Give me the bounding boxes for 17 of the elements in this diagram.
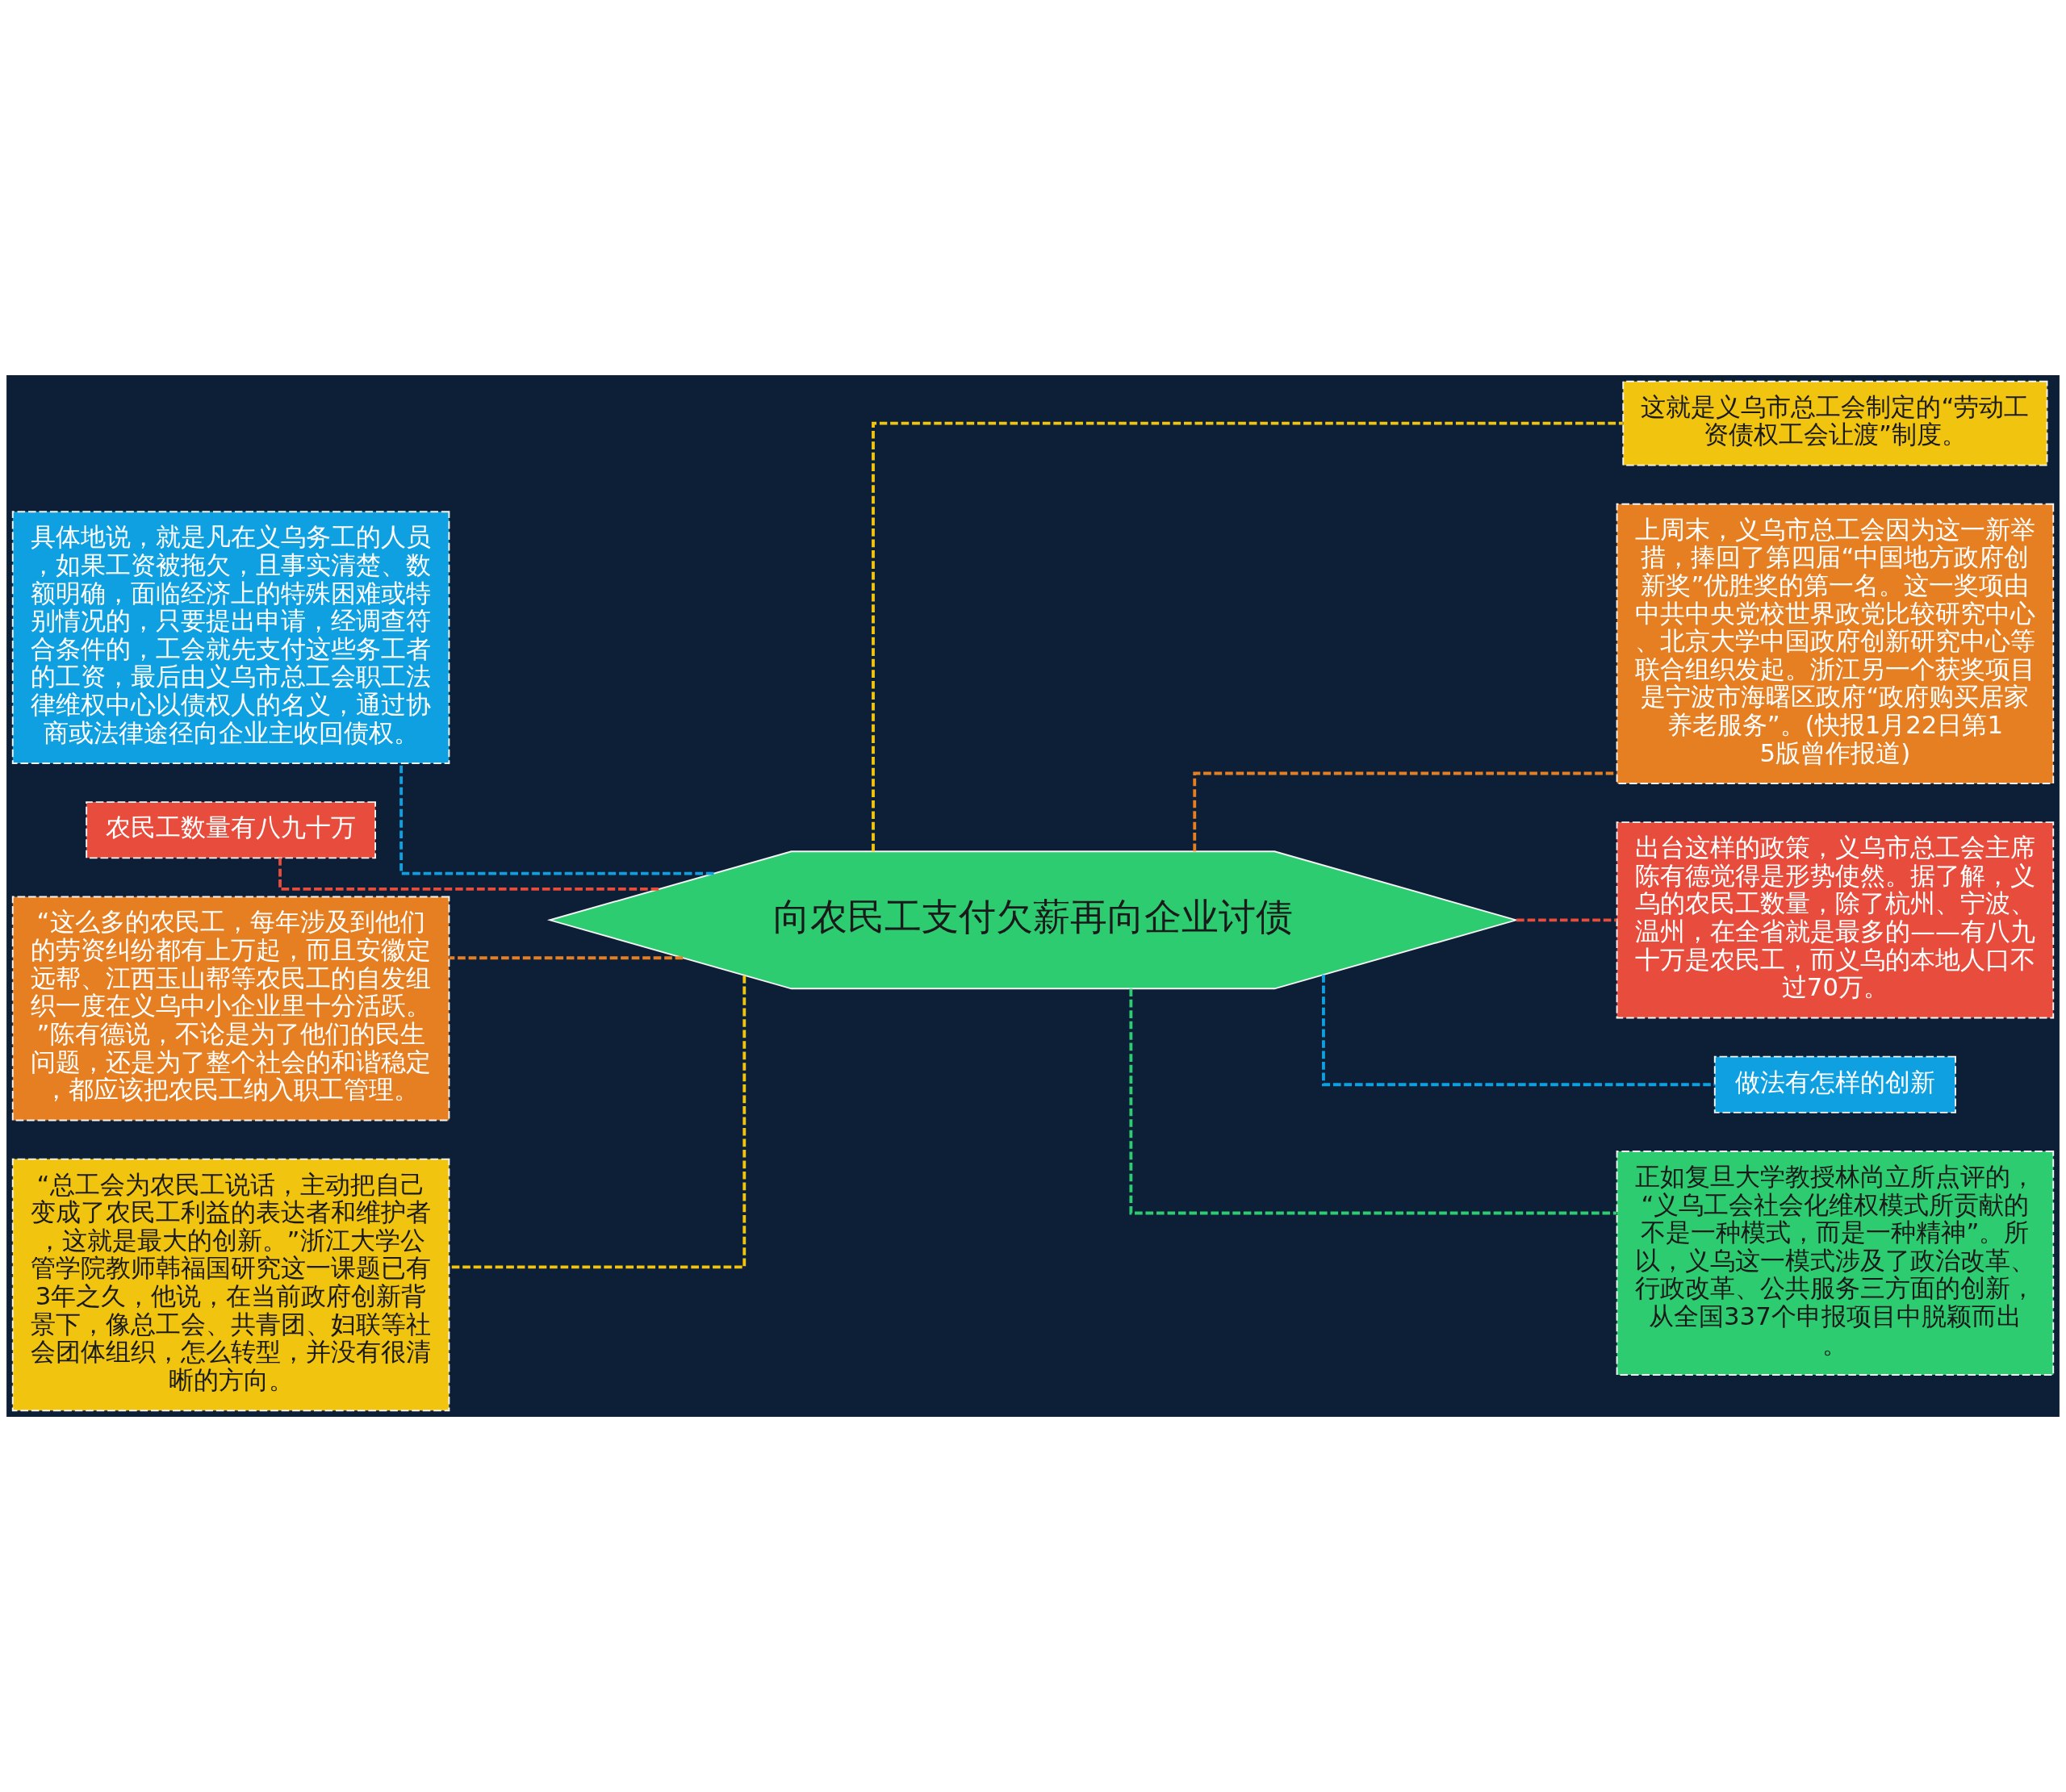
connector [1516, 918, 1617, 922]
connector [1193, 771, 1617, 852]
connector [1129, 988, 1617, 1215]
connector [450, 956, 684, 960]
connector [1322, 975, 1715, 1087]
node-box: 做法有怎样的创新 [1713, 1055, 1956, 1113]
connector [278, 858, 659, 891]
connector [399, 763, 714, 875]
node-box: 这就是义乌市总工会制定的“劳动工资债权工会让渡”制度。 [1622, 380, 2048, 466]
node-box: “总工会为农民工说话，主动把自己变成了农民工利益的表达者和维护者，这就是最大的创新。”浙江大学公管学院教师韩福国研究这一课题已有3年之久，他说，在当前政府创新背景下，像总工会、共青团、妇联等社会团体组织，怎么转型，并没有很清晰的方向。 [11, 1158, 450, 1412]
node-box: 出台这样的政策，义乌市总工会主席陈有德觉得是形势使然。据了解，义乌的农民工数量，除了杭州、宁波、温州，在全省就是最多的——有八九十万是农民工，而义乌的本地人口不过70万。 [1616, 821, 2055, 1019]
node-box: 具体地说，就是凡在义乌务工的人员，如果工资被拖欠，且事实清楚、数额明确，面临经济上的特殊困难或特别情况的，只要提出申请，经调查符合条件的，工会就先支付这些务工者的工资，最后由义乌市总工会职工法律维权中心以债权人的名义，通过协商或法律途径向企业主收回债权。 [11, 511, 450, 764]
node-box: 正如复旦大学教授林尚立所点评的，“义乌工会社会化维权模式所贡献的不是一种模式，而是一种精神”。所以，义乌这一模式涉及了政治改革、行政改革、公共服务三方面的创新，从全国337个申报项目中脱颖而出。 [1616, 1151, 2055, 1376]
node-box: 上周末，义乌市总工会因为这一新举措，捧回了第四届“中国地方政府创新奖”优胜奖的第一名。这一奖项由中共中央党校世界政党比较研究中心、北京大学中国政府创新研究中心等联合组织发起。浙江另一个获奖项目是宁波市海曙区政府“政府购买居家养老服务”。(快报1月22日第15版曾作报道) [1616, 503, 2055, 784]
node-box: 农民工数量有八九十万 [86, 801, 376, 859]
connector [872, 421, 1623, 852]
node-box: “这么多的农民工，每年涉及到他们的劳资纠纷都有上万起，而且安徽定远帮、江西玉山帮等农民工的自发组织一度在义乌中小企业里十分活跃。”陈有德说，不论是为了他们的民生问题，还是为了整个社会的和谐稳定，都应该把农民工纳入职工管理。 [11, 896, 450, 1122]
